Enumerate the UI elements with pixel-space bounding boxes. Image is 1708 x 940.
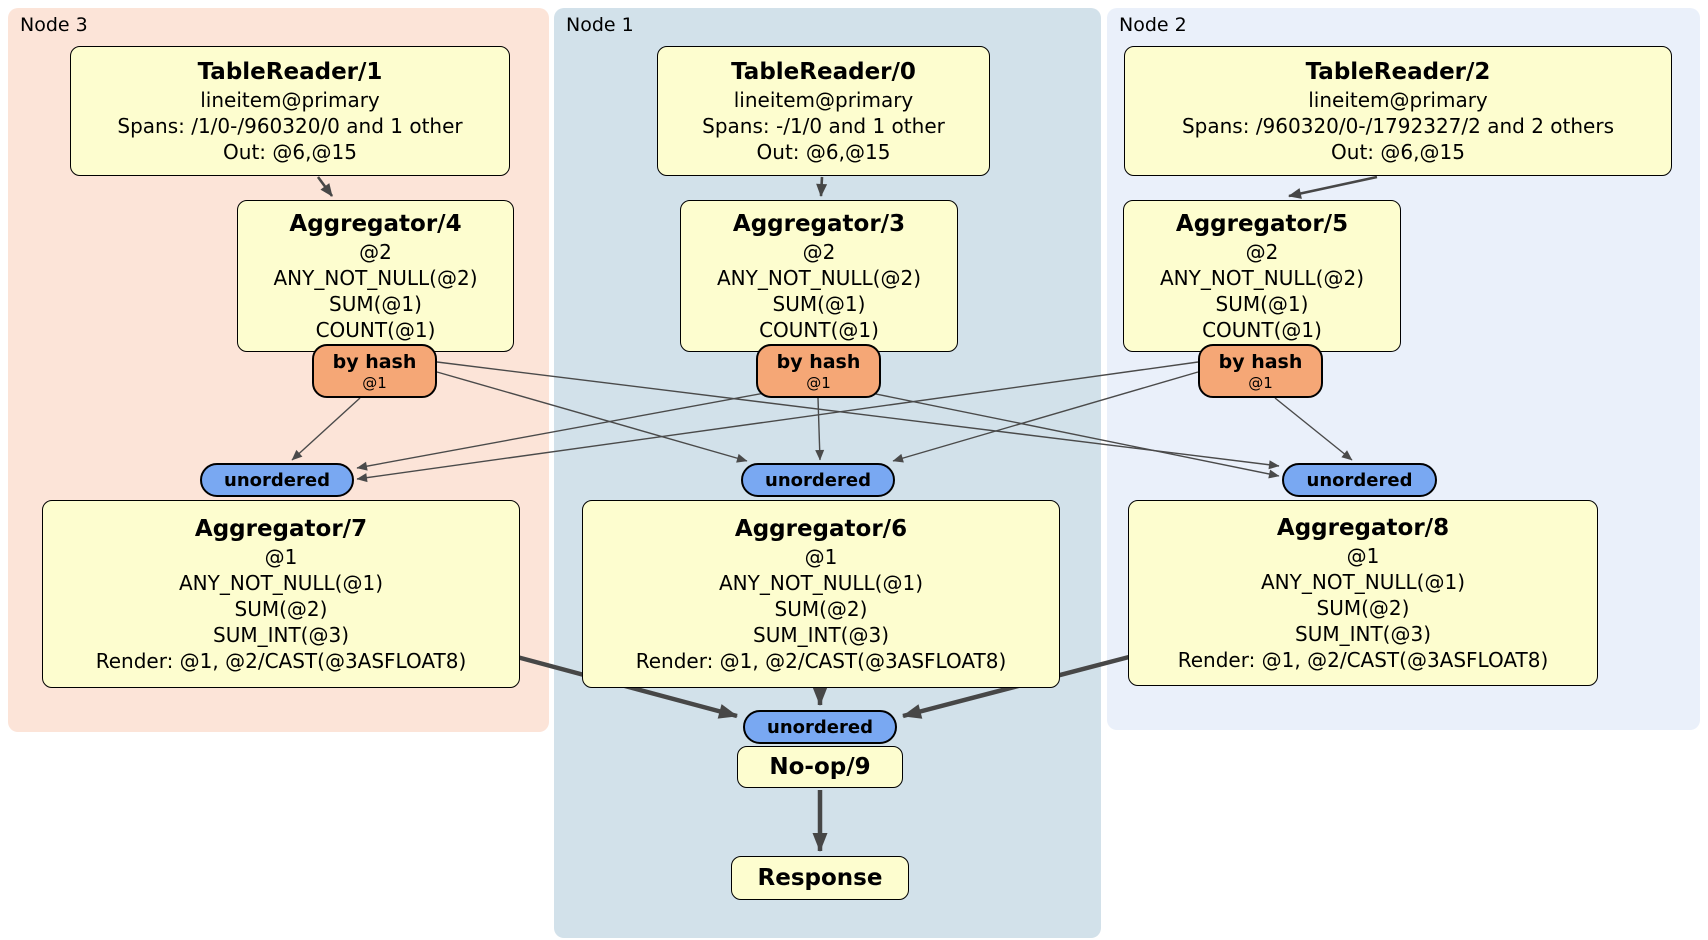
processor-detail: SUM_INT(@3) — [1295, 621, 1431, 646]
aggregator-6-box: Aggregator/6 @1 ANY_NOT_NULL(@1) SUM(@2)… — [582, 500, 1060, 688]
processor-title: Aggregator/8 — [1276, 514, 1450, 541]
processor-detail: Spans: -/1/0 and 1 other — [702, 113, 945, 138]
processor-detail: SUM(@1) — [1215, 291, 1309, 316]
aggregator-8-box: Aggregator/8 @1 ANY_NOT_NULL(@1) SUM(@2)… — [1128, 500, 1598, 686]
processor-detail: ANY_NOT_NULL(@2) — [273, 265, 478, 290]
processor-detail: @2 — [359, 239, 392, 264]
processor-detail: Out: @6,@15 — [223, 139, 357, 164]
processor-detail: Render: @1, @2/CAST(@3ASFLOAT8) — [95, 648, 467, 673]
processor-detail: lineitem@primary — [733, 87, 914, 112]
processor-detail: ANY_NOT_NULL(@1) — [1261, 569, 1465, 594]
aggregator-5-box: Aggregator/5 @2 ANY_NOT_NULL(@2) SUM(@1)… — [1123, 200, 1401, 352]
aggregator-7-box: Aggregator/7 @1 ANY_NOT_NULL(@1) SUM(@2)… — [42, 500, 520, 688]
processor-title: TableReader/0 — [731, 58, 916, 85]
table-reader-0-box: TableReader/0 lineitem@primary Spans: -/… — [657, 46, 990, 176]
router-by-hash-5: by hash @1 — [1198, 344, 1323, 398]
processor-detail: ANY_NOT_NULL(@1) — [719, 570, 923, 595]
processor-detail: SUM_INT(@3) — [753, 622, 889, 647]
processor-title: No-op/9 — [769, 753, 871, 780]
stream-unordered-left: unordered — [200, 463, 354, 497]
processor-detail: @2 — [802, 239, 836, 264]
table-reader-2-box: TableReader/2 lineitem@primary Spans: /9… — [1124, 46, 1672, 176]
processor-title: Aggregator/6 — [734, 515, 908, 542]
router-hash-columns: @1 — [1248, 373, 1273, 392]
processor-detail: @1 — [264, 544, 298, 569]
region-node2-label: Node 2 — [1119, 14, 1187, 36]
processor-detail: lineitem@primary — [200, 87, 380, 112]
processor-detail: SUM(@1) — [329, 291, 422, 316]
response-box: Response — [731, 856, 909, 900]
router-label: by hash — [776, 350, 861, 373]
processor-detail: SUM(@2) — [234, 596, 328, 621]
stream-unordered-final: unordered — [743, 710, 897, 744]
processor-detail: SUM_INT(@3) — [213, 622, 349, 647]
processor-title: Aggregator/3 — [732, 210, 906, 237]
processor-detail: Spans: /960320/0-/1792327/2 and 2 others — [1181, 113, 1614, 138]
region-node3-label: Node 3 — [20, 14, 88, 36]
router-label: by hash — [332, 350, 417, 373]
processor-detail: ANY_NOT_NULL(@2) — [1160, 265, 1364, 290]
stream-unordered-middle: unordered — [741, 463, 895, 497]
processor-detail: Spans: /1/0-/960320/0 and 1 other — [117, 113, 463, 138]
processor-detail: COUNT(@1) — [315, 317, 436, 342]
processor-detail: lineitem@primary — [1308, 87, 1488, 112]
processor-title: Aggregator/4 — [289, 210, 462, 237]
processor-detail: Render: @1, @2/CAST(@3ASFLOAT8) — [1177, 647, 1549, 672]
region-node1-label: Node 1 — [566, 14, 634, 36]
router-label: by hash — [1218, 350, 1303, 373]
aggregator-3-box: Aggregator/3 @2 ANY_NOT_NULL(@2) SUM(@1)… — [680, 200, 958, 352]
router-hash-columns: @1 — [806, 373, 831, 392]
processor-detail: SUM(@1) — [772, 291, 866, 316]
noop-9-box: No-op/9 — [737, 746, 903, 788]
processor-detail: @1 — [1346, 543, 1380, 568]
processor-title: Response — [757, 864, 883, 891]
processor-detail: ANY_NOT_NULL(@2) — [717, 265, 921, 290]
table-reader-1-box: TableReader/1 lineitem@primary Spans: /1… — [70, 46, 510, 176]
processor-title: Aggregator/7 — [194, 515, 368, 542]
processor-detail: COUNT(@1) — [1202, 317, 1322, 342]
processor-title: TableReader/1 — [197, 58, 383, 85]
processor-detail: Out: @6,@15 — [1331, 139, 1465, 164]
aggregator-4-box: Aggregator/4 @2 ANY_NOT_NULL(@2) SUM(@1)… — [237, 200, 514, 352]
processor-detail: Out: @6,@15 — [756, 139, 891, 164]
router-by-hash-4: by hash @1 — [312, 344, 437, 398]
processor-detail: Render: @1, @2/CAST(@3ASFLOAT8) — [635, 648, 1007, 673]
processor-title: TableReader/2 — [1305, 58, 1491, 85]
processor-detail: @1 — [804, 544, 838, 569]
processor-detail: ANY_NOT_NULL(@1) — [179, 570, 383, 595]
router-hash-columns: @1 — [362, 373, 387, 392]
router-by-hash-3: by hash @1 — [756, 344, 881, 398]
processor-detail: @2 — [1245, 239, 1279, 264]
processor-detail: SUM(@2) — [1316, 595, 1410, 620]
processor-detail: COUNT(@1) — [759, 317, 879, 342]
processor-title: Aggregator/5 — [1175, 210, 1349, 237]
stream-unordered-right: unordered — [1282, 463, 1437, 497]
processor-detail: SUM(@2) — [774, 596, 868, 621]
